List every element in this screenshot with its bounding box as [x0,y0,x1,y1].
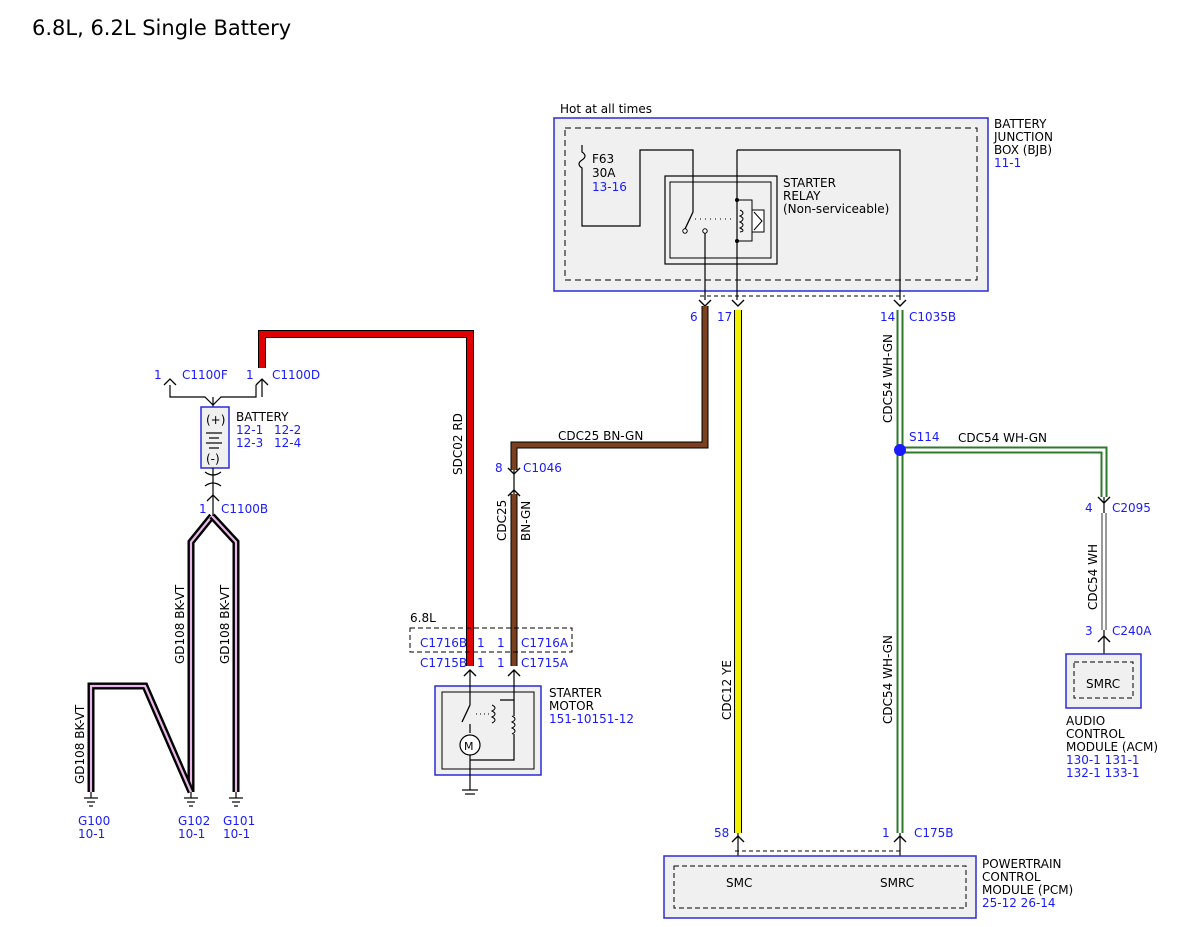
fuse-name: F63 [592,152,614,166]
battery-plus: (+) [206,413,225,427]
c1046-connector: C1046 [523,461,562,475]
pcm-pin-smrc: SMRC [880,876,914,890]
page-title: 6.8L, 6.2L Single Battery [32,16,291,40]
bjb-name-line3: BOX (BJB) [994,143,1052,157]
battery-name: BATTERY [236,410,289,424]
c240a-pin: 3 [1085,624,1093,638]
ground-g102-name: G102 [178,814,210,828]
c1715a-connector: C1715A [521,656,569,670]
battery-ref-1: 12-1 [236,423,263,437]
c2095-pin: 4 [1085,501,1093,515]
wire-cdc54-wh-gn-horizontal [900,448,1106,497]
battery-ref-2: 12-2 [274,423,301,437]
svg-text:M: M [464,740,474,753]
starter-motor-ref: 151-10151-12 [549,712,634,726]
acm-name-line2: CONTROL [1066,727,1125,741]
ground-g101-ref: 10-1 [223,827,250,841]
splice-s114-label: S114 [909,430,940,444]
c1100f-pin: 1 [154,368,162,382]
c1715a-pin: 1 [497,656,505,670]
pcm-pin-1: 1 [882,826,890,840]
bjb-ref: 11-1 [994,156,1021,170]
wire-label-gd108-c: GD108 BK-VT [73,704,87,784]
wire-label-gd108-b: GD108 BK-VT [218,584,232,664]
wire-label-cdc54-upper: CDC54 WH-GN [881,334,895,423]
battery-ref-4: 12-4 [274,436,301,450]
pcm-name-line2: CONTROL [982,870,1041,884]
starter-motor: M 6.8L C1716B 1 1 C1716A C1715B 1 1 C171… [409,611,634,795]
bjb-name-line1: BATTERY [994,117,1047,131]
relay-name-line2: RELAY [783,189,821,203]
wire-label-cdc25-v1: CDC25 [495,500,509,541]
acm-pin-smrc: SMRC [1086,677,1120,691]
audio-control-module: SMRC 4 C2095 3 C240A AUDIO CONTROL MODUL… [1065,496,1158,780]
pcm-name-line1: POWERTRAIN [982,857,1062,871]
wire-label-cdc54-wh: CDC54 WH [1086,544,1100,610]
battery-ref-3: 12-3 [236,436,263,450]
wire-sdc02-rd [259,331,473,666]
powertrain-control-module: SMC SMRC 58 1 C175B POWERTRAIN CONTROL M… [663,826,1073,919]
acm-ref-1: 130-1 131-1 [1066,753,1140,767]
c1100b-connector: C1100B [221,502,268,516]
c1046-pin: 8 [495,461,503,475]
starter-motor-name-line2: MOTOR [549,699,594,713]
c1100f-connector: C1100F [182,368,228,382]
pcm-ref: 25-12 26-14 [982,896,1056,910]
wire-label-cdc25-v2: BN-GN [519,501,533,541]
acm-name-line1: AUDIO [1066,714,1105,728]
acm-ref-2: 132-1 133-1 [1066,766,1140,780]
c2095-connector: C2095 [1112,501,1151,515]
bjb-pin-17: 17 [717,310,732,324]
splice-s114-dot [894,444,906,456]
c1100b-pin: 1 [199,502,207,516]
c1716a-pin: 1 [497,636,505,650]
ground-g100-ref: 10-1 [78,827,105,841]
bjb-pin-6: 6 [690,310,698,324]
c1716b-connector: C1716B [420,636,467,650]
starter-variant-label: 6.8L [410,611,436,625]
relay-name-line1: STARTER [783,176,836,190]
relay-name-line3: (Non-serviceable) [783,202,889,216]
starter-motor-name-line1: STARTER [549,686,602,700]
bjb-name-line2: JUNCTION [993,130,1053,144]
wire-label-sdc02: SDC02 RD [451,413,465,475]
c1715b-pin: 1 [477,656,485,670]
wire-label-cdc54-lower: CDC54 WH-GN [881,635,895,724]
wire-cdc25-upper [511,306,708,470]
battery-minus: (-) [206,452,220,466]
battery-junction-box: Hot at all times BATTERY JUNCTION BOX (B… [553,102,1053,324]
acm-name-line3: MODULE (ACM) [1066,740,1158,754]
hot-at-all-times-label: Hot at all times [560,102,652,116]
ground-g102-ref: 10-1 [178,827,205,841]
pcm-pin-58: 58 [714,826,729,840]
wire-gd108-group [87,513,240,794]
pcm-name-line3: MODULE (PCM) [982,883,1073,897]
wire-label-cdc54-h: CDC54 WH-GN [958,431,1047,445]
c175b-connector: C175B [914,826,954,840]
ground-g100-name: G100 [78,814,110,828]
c1100d-connector: C1100D [272,368,320,382]
wire-label-gd108-a: GD108 BK-VT [173,584,187,664]
wire-label-cdc25-h: CDC25 BN-GN [558,429,643,443]
battery: (+) (-) BATTERY 12-1 12-2 12-3 12-4 1 C1… [154,368,320,516]
wire-label-cdc12: CDC12 YE [720,660,734,720]
c1715b-connector: C1715B [420,656,467,670]
ground-symbols [84,792,243,807]
bjb-pin-14: 14 [880,310,895,324]
c240a-connector: C240A [1112,624,1152,638]
ground-g101-name: G101 [223,814,255,828]
bjb-connector-c1035b: C1035B [909,310,956,324]
pcm-pin-smc: SMC [726,876,752,890]
c1716b-pin: 1 [477,636,485,650]
fuse-rating: 30A [592,166,616,180]
fuse-ref: 13-16 [592,180,627,194]
c1716a-connector: C1716A [521,636,569,650]
c1100d-pin: 1 [246,368,254,382]
